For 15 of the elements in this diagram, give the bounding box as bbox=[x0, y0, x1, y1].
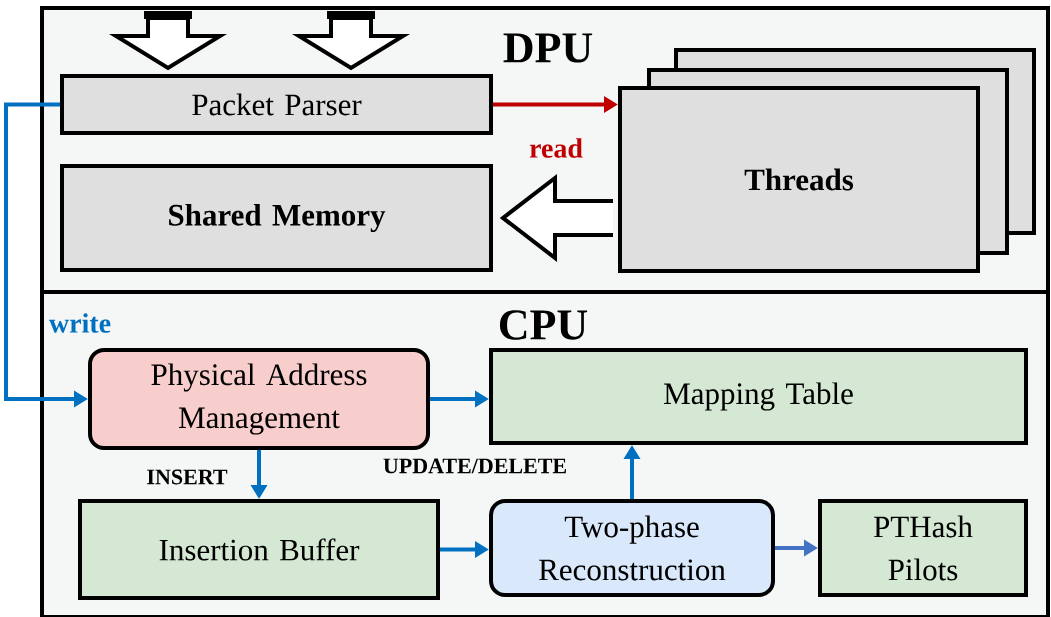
edge-label: UPDATE/DELETE bbox=[383, 458, 566, 474]
process-box: PTHash Pilots bbox=[818, 499, 1028, 597]
process-box: Shared Memory bbox=[60, 164, 493, 272]
process-box: Two-phase Reconstruction bbox=[489, 499, 775, 597]
hollow-arrow bbox=[499, 173, 615, 263]
edge-label: read bbox=[529, 138, 583, 158]
process-box: Insertion Buffer bbox=[78, 499, 440, 600]
edge-label: write bbox=[49, 313, 111, 333]
edge-label: INSERT bbox=[147, 469, 228, 485]
stacked-box: Threads bbox=[618, 48, 1036, 273]
hollow-arrow bbox=[108, 11, 228, 71]
hollow-arrow bbox=[291, 11, 411, 71]
process-box: Physical Address Management bbox=[88, 348, 430, 450]
process-box: Mapping Table bbox=[489, 348, 1028, 445]
process-box: Packet Parser bbox=[60, 74, 493, 135]
